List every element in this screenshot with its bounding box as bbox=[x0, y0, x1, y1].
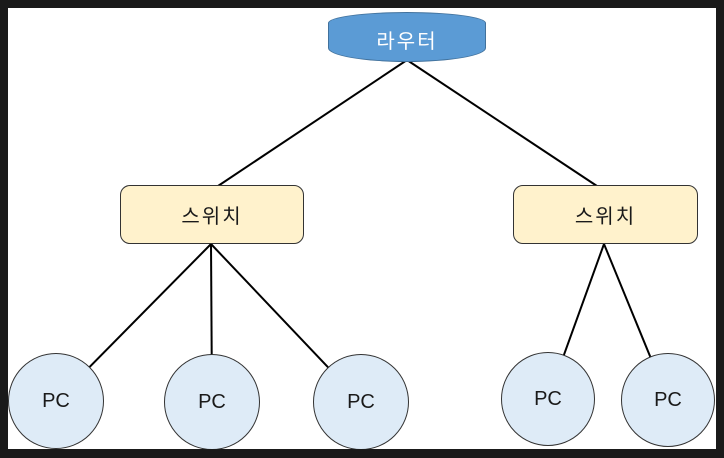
switch-node-right: 스위치 bbox=[513, 185, 698, 244]
pc-node-2: PC bbox=[164, 354, 260, 450]
pc-1-label: PC bbox=[42, 389, 70, 412]
router-label: 라우터 bbox=[376, 30, 438, 53]
edge-router-switch-right bbox=[406, 59, 604, 191]
switch-left-label: 스위치 bbox=[181, 206, 243, 228]
pc-2-label: PC bbox=[198, 390, 226, 413]
pc-3-label: PC bbox=[347, 390, 375, 413]
pc-node-5: PC bbox=[621, 353, 715, 447]
pc-node-3: PC bbox=[313, 354, 409, 450]
switch-node-left: 스위치 bbox=[120, 185, 304, 244]
router-node: 라우터 bbox=[328, 12, 486, 62]
pc-node-4: PC bbox=[501, 352, 595, 446]
pc-4-label: PC bbox=[534, 387, 562, 410]
switch-right-label: 스위치 bbox=[574, 206, 637, 228]
edge-router-switch-left bbox=[211, 59, 408, 191]
pc-5-label: PC bbox=[654, 388, 682, 411]
router-cylinder-body: 라우터 bbox=[328, 23, 486, 62]
pc-node-1: PC bbox=[8, 353, 104, 449]
